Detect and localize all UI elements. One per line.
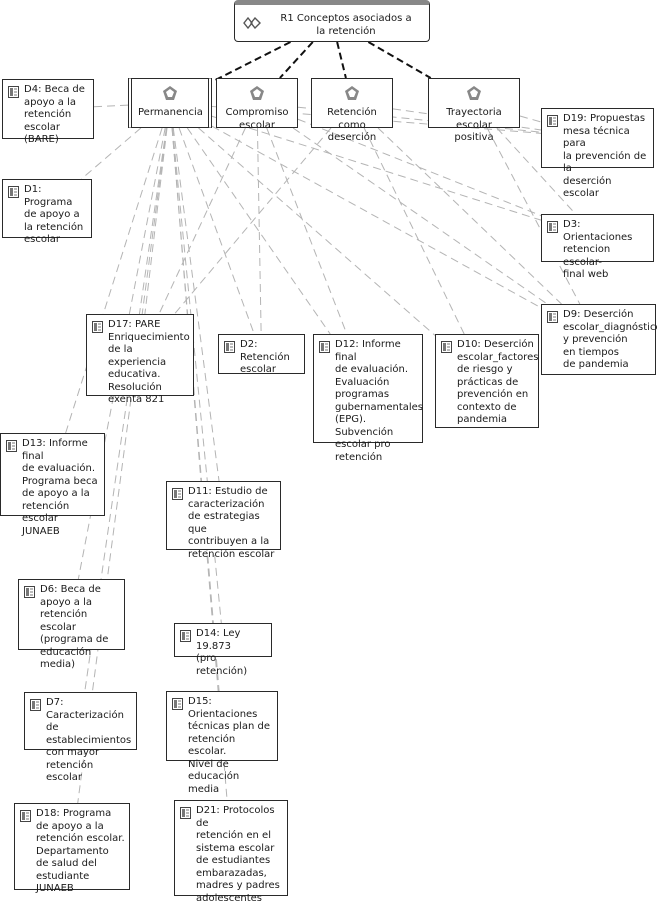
link-root-compromiso — [279, 41, 314, 79]
document-icon — [8, 86, 19, 98]
link-trayectoria-d19 — [519, 115, 542, 123]
document-icon — [20, 810, 31, 822]
link-trayectoria-d9 — [486, 127, 581, 305]
document-node-d15[interactable]: D15: Orientaciones técnicas plan de rete… — [166, 691, 278, 795]
document-node-d12[interactable]: D12: Informe final de evaluación. Evalua… — [313, 334, 423, 463]
link-permanencia-d12 — [186, 127, 331, 335]
link-compromiso-d12 — [266, 127, 348, 335]
document-node-d11[interactable]: D11: Estudio de caracterización de estra… — [166, 481, 281, 560]
link-permanencia-d2 — [178, 127, 255, 335]
document-label: D1: Programa de apoyo a la retención esc… — [24, 184, 84, 245]
document-node-d1[interactable]: D1: Programa de apoyo a la retención esc… — [2, 179, 92, 245]
link-retencion-d9 — [377, 127, 562, 305]
category-icon — [163, 86, 177, 100]
link-trayectoria-d3 — [496, 127, 576, 215]
document-node-d19[interactable]: D19: Propuestas mesa técnica para la pre… — [541, 108, 654, 199]
category-label: Trayectoria escolar positiva — [446, 107, 502, 143]
document-label: D18: Programa de apoyo a la retención es… — [36, 808, 125, 894]
document-icon — [547, 115, 558, 127]
link-root-permanencia — [211, 41, 291, 83]
document-icon — [224, 341, 235, 353]
document-label: D2: Retención escolar — [240, 339, 290, 375]
document-icon — [319, 341, 330, 353]
root-node-r1[interactable]: R1 Conceptos asociados a la retención — [234, 0, 430, 42]
document-node-d9[interactable]: D9: Deserción escolar_diagnóstico y prev… — [541, 304, 657, 375]
document-icon — [172, 698, 183, 710]
root-label: R1 Conceptos asociados a la retención — [280, 13, 412, 37]
category-node-trayectoria-escolar-positiva[interactable]: Trayectoria escolar positiva — [428, 78, 520, 143]
document-node-d18[interactable]: D18: Programa de apoyo a la retención es… — [14, 803, 130, 894]
document-icon — [547, 221, 558, 233]
category-icon — [250, 86, 264, 100]
document-node-d7[interactable]: D7: Caracterización de establecimientos … — [24, 692, 137, 783]
document-node-d13[interactable]: D13: Informe final de evaluación. Progra… — [0, 433, 105, 537]
link-permanencia-d18 — [77, 127, 168, 804]
link-permanencia-d21 — [171, 127, 228, 801]
document-label: D12: Informe final de evaluación. Evalua… — [335, 339, 424, 463]
category-label: Retención como deserción — [327, 107, 377, 143]
document-node-d10[interactable]: D10: Deserción escolar_factores de riesg… — [435, 334, 539, 428]
link-permanencia-d11 — [172, 127, 220, 482]
document-label: D13: Informe final de evaluación. Progra… — [22, 438, 98, 537]
document-label: D10: Deserción escolar_factores de riesg… — [457, 339, 539, 425]
link-permanencia-d9 — [211, 125, 542, 309]
link-permanencia-d3 — [211, 115, 542, 221]
category-label: Compromiso escolar — [225, 107, 289, 131]
category-icon — [345, 86, 359, 100]
document-icon — [180, 630, 191, 642]
document-label: D9: Deserción escolar_diagnóstico y prev… — [563, 309, 657, 370]
document-label: D6: Beca de apoyo a la retención escolar… — [40, 584, 109, 670]
category-node-permanencia[interactable]: Permanencia — [128, 78, 212, 128]
category-icon — [467, 86, 481, 100]
category-node-compromiso-escolar[interactable]: Compromiso escolar — [216, 78, 298, 131]
category-node-retencion-como-desercion[interactable]: Retención como deserción — [311, 78, 393, 143]
document-node-d17[interactable]: D17: PARE Enriquecimiento de la experien… — [86, 314, 194, 405]
document-label: D4: Beca de apoyo a la retención escolar… — [24, 84, 85, 145]
document-label: D14: Ley 19.873 (pro retención) — [196, 628, 248, 677]
document-label: D7: Caracterización de establecimientos … — [46, 697, 132, 783]
document-label: D19: Propuestas mesa técnica para la pre… — [563, 113, 647, 199]
document-label: D3: Orientaciones retencion escolar- fin… — [563, 219, 633, 280]
link-compromiso-d17 — [158, 127, 246, 315]
link-root-trayectoria — [367, 41, 432, 79]
link-permanencia-d13 — [65, 127, 163, 434]
document-label: D15: Orientaciones técnicas plan de rete… — [188, 696, 270, 795]
link-retencion-d17 — [174, 127, 332, 315]
document-node-d6[interactable]: D6: Beca de apoyo a la retención escolar… — [18, 579, 125, 670]
link-root-retencion — [336, 41, 347, 79]
link-permanencia-d1 — [81, 127, 142, 180]
document-icon — [6, 440, 17, 452]
document-icon — [92, 321, 103, 333]
link-permanencia-d17 — [144, 127, 168, 315]
link-retencion-d10 — [363, 127, 465, 335]
document-icon — [8, 186, 19, 198]
document-node-d14[interactable]: D14: Ley 19.873 (pro retención) — [174, 623, 272, 677]
document-node-d21[interactable]: D21: Protocolos de retención en el siste… — [174, 800, 288, 904]
link-compromiso-d2 — [256, 127, 262, 335]
document-node-d3[interactable]: D3: Orientaciones retencion escolar- fin… — [541, 214, 654, 280]
document-label: D11: Estudio de caracterización de estra… — [188, 486, 275, 560]
document-label: D21: Protocolos de retención en el siste… — [196, 805, 280, 904]
link-permanencia-d4 — [93, 104, 129, 108]
document-icon — [24, 586, 35, 598]
concept-link-icon — [243, 17, 261, 29]
link-compromiso-d9 — [292, 127, 548, 305]
document-icon — [441, 341, 452, 353]
document-icon — [30, 699, 41, 711]
link-permanencia-d14 — [171, 127, 222, 624]
document-node-d2[interactable]: D2: Retención escolar — [218, 334, 305, 375]
document-icon — [547, 311, 558, 323]
category-label: Permanencia — [138, 107, 203, 118]
document-icon — [180, 807, 191, 819]
link-permanencia-d10 — [198, 127, 436, 336]
document-label: D17: PARE Enriquecimiento de la experien… — [108, 319, 190, 405]
document-node-d4[interactable]: D4: Beca de apoyo a la retención escolar… — [2, 79, 94, 145]
document-icon — [172, 488, 183, 500]
